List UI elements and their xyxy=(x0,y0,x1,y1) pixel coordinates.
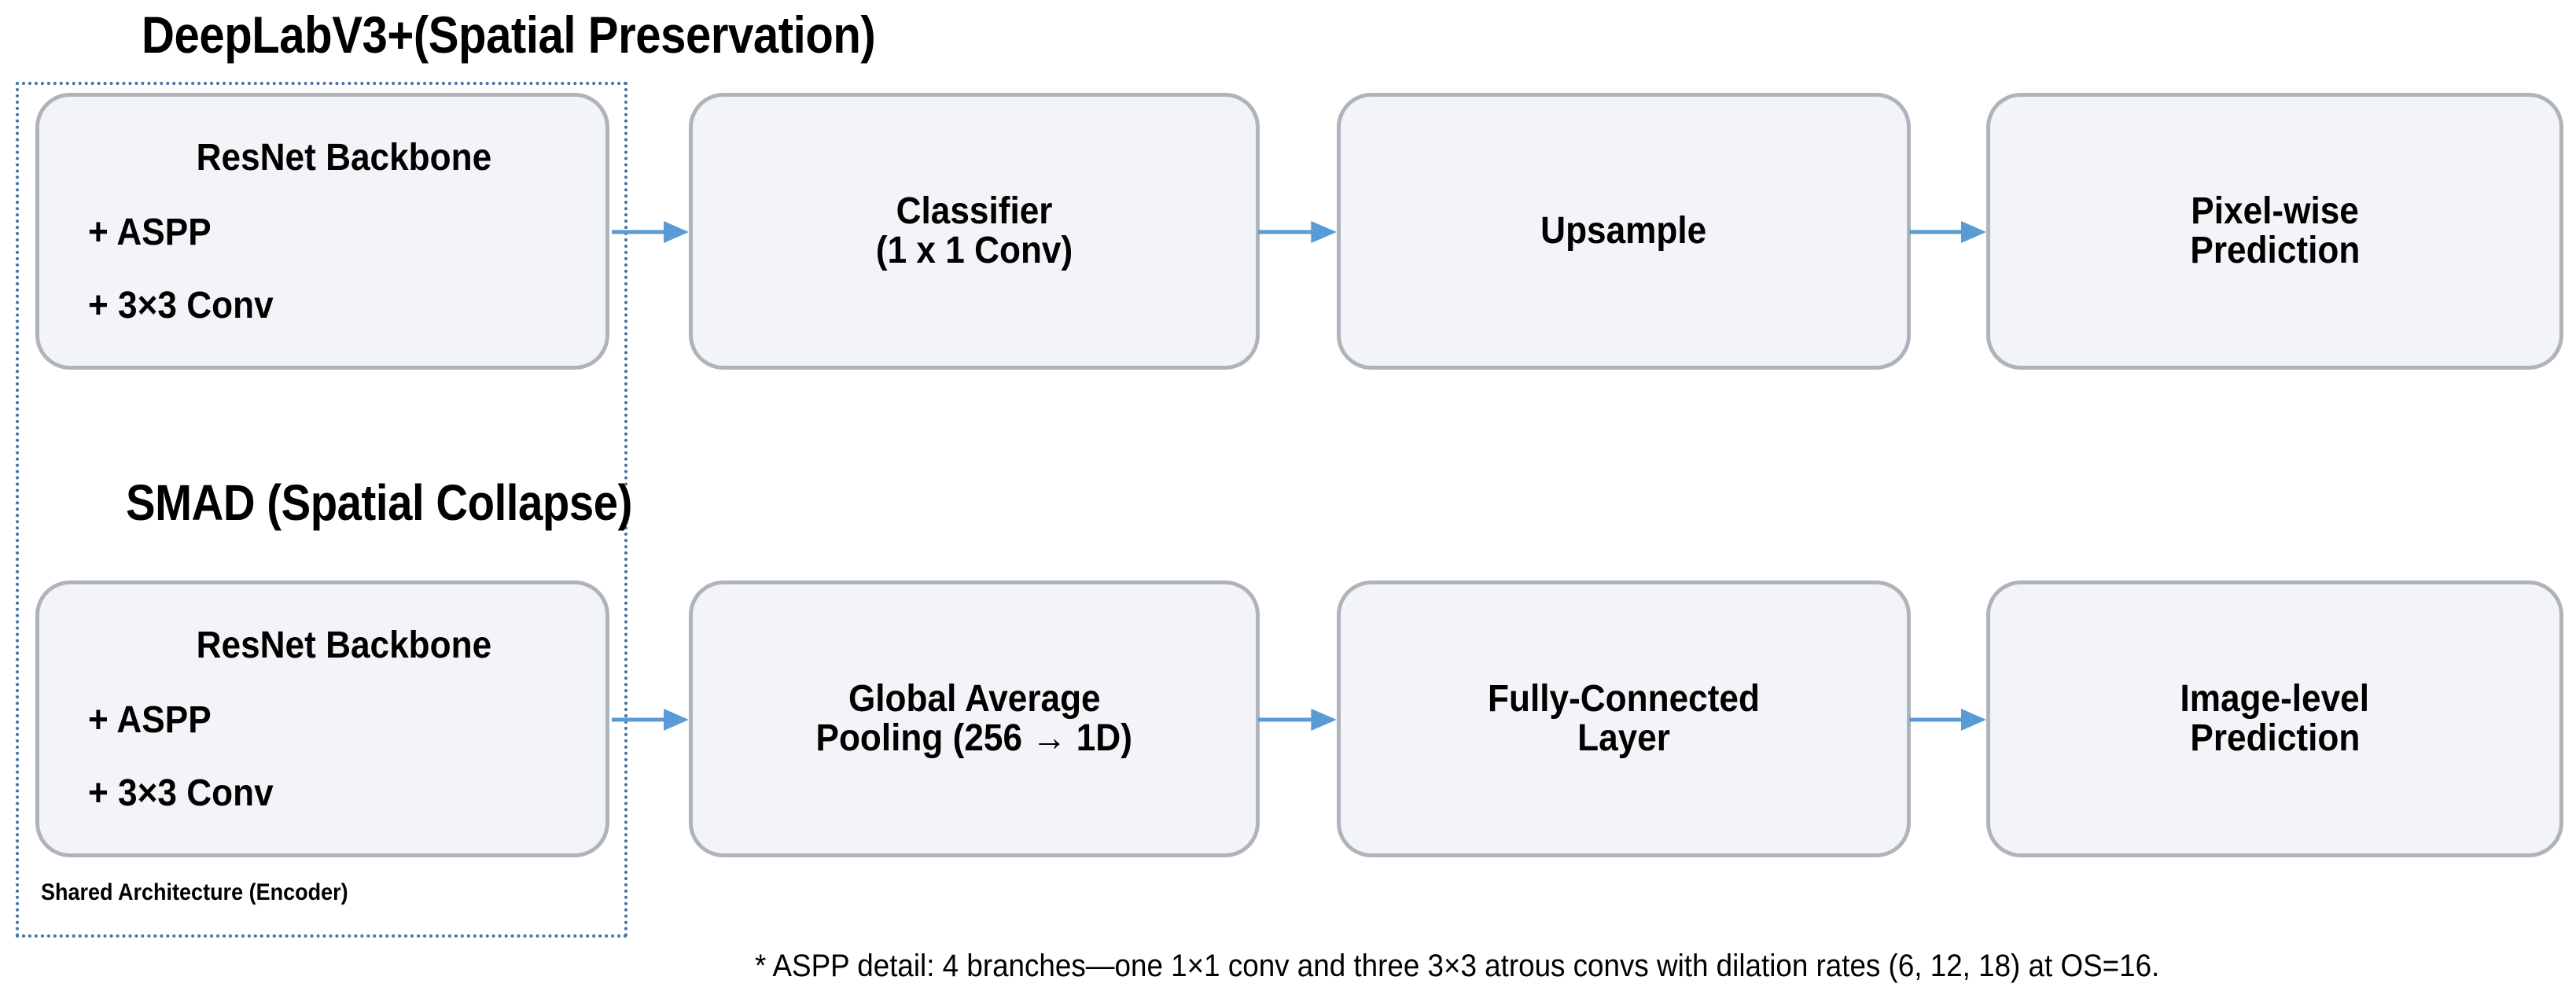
node-line-2: (1 x 1 Conv) xyxy=(875,230,1073,271)
node-line-1: Global Average xyxy=(848,678,1101,720)
node-image-level-prediction[interactable]: Image-level Prediction xyxy=(1986,580,2563,857)
node-upsample[interactable]: Upsample xyxy=(1337,93,1911,370)
node-classifier[interactable]: Classifier (1 x 1 Conv) xyxy=(689,93,1260,370)
node-line-2: Layer xyxy=(1577,717,1670,759)
arrow-classifier-to-upsample xyxy=(1258,221,1337,243)
footnote-aspp-detail: * ASPP detail: 4 branches—one 1×1 conv a… xyxy=(755,949,2160,983)
section-title-smad: SMAD (Spatial Collapse) xyxy=(126,474,632,531)
node-line-2: Pooling (256 → 1D) xyxy=(815,717,1133,759)
node-line-1: Fully-Connected xyxy=(1488,678,1760,720)
arrow-encoder-to-classifier xyxy=(612,221,689,243)
node-line-1: Classifier xyxy=(896,190,1053,233)
shared-architecture-label: Shared Architecture (Encoder) xyxy=(41,879,348,905)
node-line-conv: + 3×3 Conv xyxy=(88,284,274,326)
node-line-1: Upsample xyxy=(1540,210,1707,252)
node-line-conv: + 3×3 Conv xyxy=(88,772,274,814)
node-global-average-pooling[interactable]: Global Average Pooling (256 → 1D) xyxy=(689,580,1260,857)
arrow-upsample-to-pixelwise xyxy=(1909,221,1986,243)
section-title-deeplab: DeepLabV3+(Spatial Preservation) xyxy=(142,6,876,64)
shared-architecture-group xyxy=(16,82,627,938)
arrow-encoder-to-gap xyxy=(612,709,689,731)
arrow-gap-to-fc xyxy=(1258,709,1337,731)
node-line-1: Pixel-wise xyxy=(2191,190,2359,233)
node-line-head: ResNet Backbone xyxy=(196,624,492,666)
node-pixel-wise-prediction[interactable]: Pixel-wise Prediction xyxy=(1986,93,2563,370)
node-line-aspp: + ASPP xyxy=(88,211,212,253)
node-fully-connected-layer[interactable]: Fully-Connected Layer xyxy=(1337,580,1911,857)
node-line-2: Prediction xyxy=(2190,717,2360,759)
node-line-2: Prediction xyxy=(2190,230,2360,271)
node-line-head: ResNet Backbone xyxy=(196,136,492,179)
node-line-1: Image-level xyxy=(2180,678,2370,720)
arrow-fc-to-imagelevel xyxy=(1909,709,1986,731)
node-resnet-backbone-smad[interactable]: ResNet Backbone + ASPP + 3×3 Conv xyxy=(35,580,609,857)
node-resnet-backbone-deeplab[interactable]: ResNet Backbone + ASPP + 3×3 Conv xyxy=(35,93,609,370)
node-line-aspp: + ASPP xyxy=(88,698,212,741)
